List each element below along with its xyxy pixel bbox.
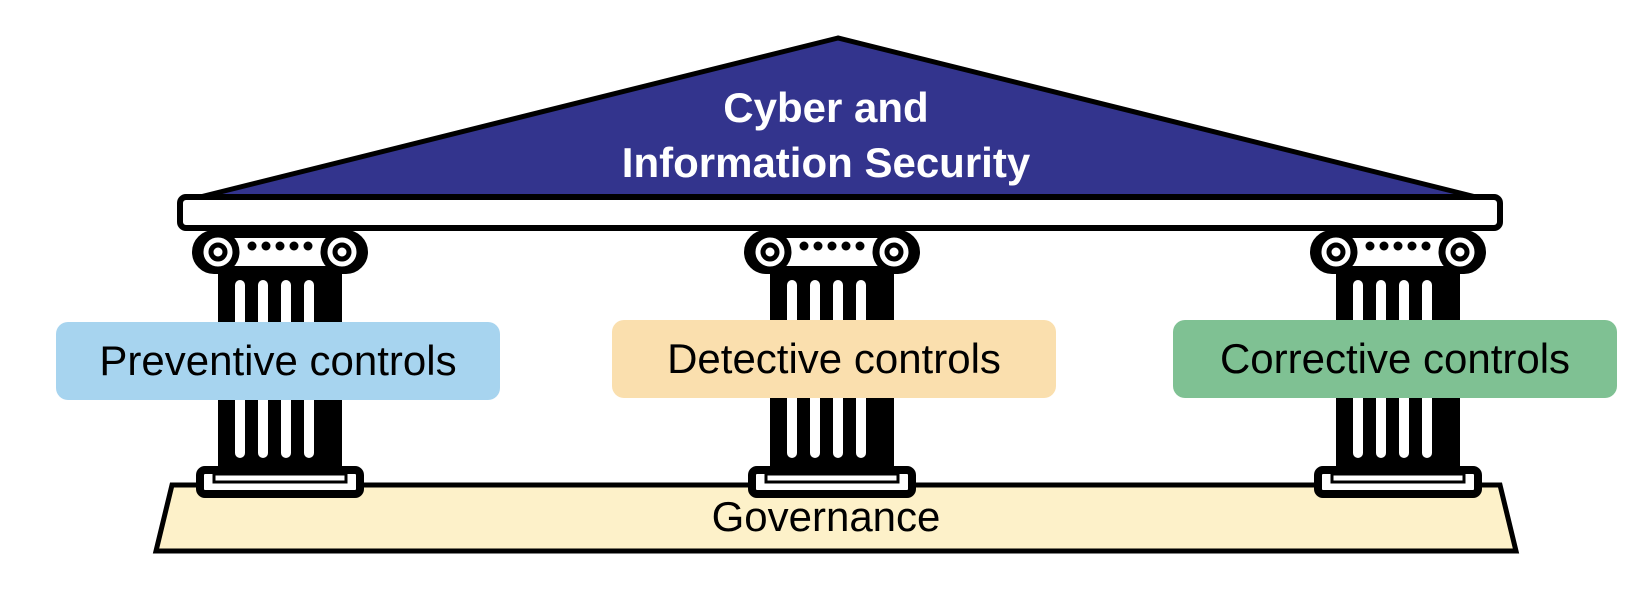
entablature-beam bbox=[177, 194, 1503, 231]
detective-controls-label: Detective controls bbox=[612, 320, 1056, 398]
foundation-slab bbox=[152, 482, 1520, 554]
preventive-controls-label: Preventive controls bbox=[56, 322, 500, 400]
governance-label: Governance bbox=[711, 493, 941, 540]
roof-title-line-2: Information Security bbox=[621, 139, 1031, 186]
corrective-controls-label: Corrective controls bbox=[1173, 320, 1617, 398]
roof-title-line-1: Cyber and bbox=[723, 84, 929, 131]
